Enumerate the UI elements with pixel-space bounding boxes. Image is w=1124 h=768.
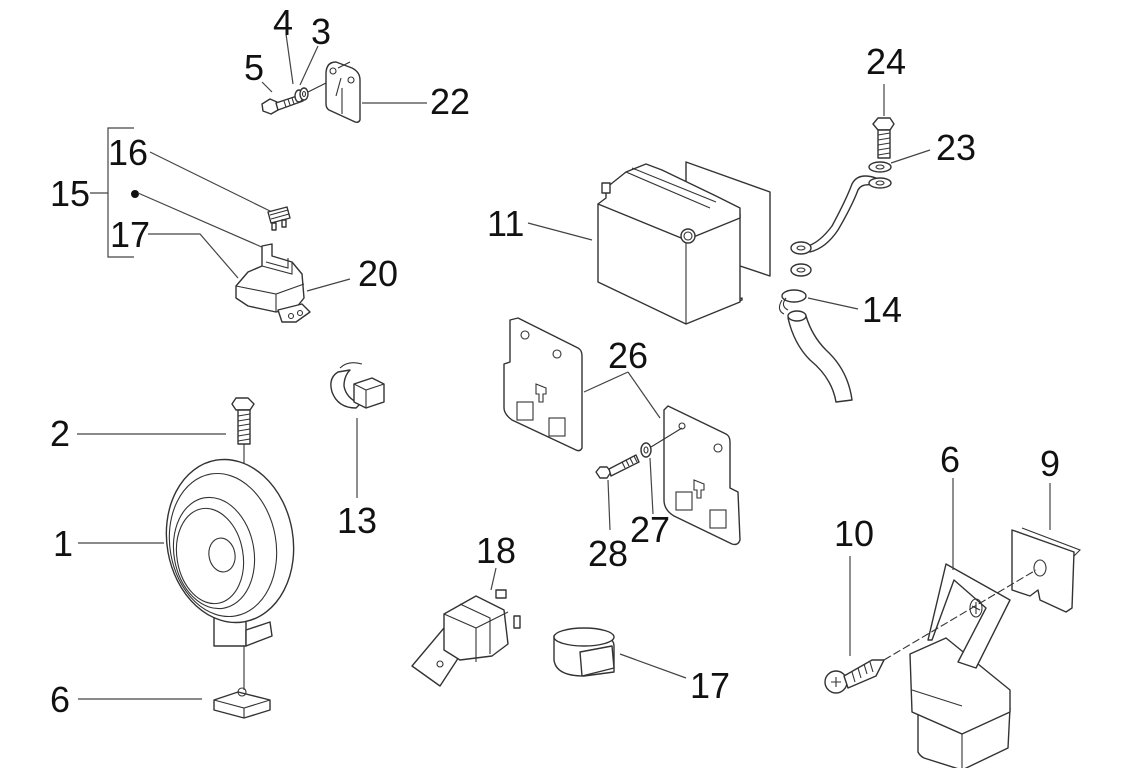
callout-11[interactable]: 11 — [487, 203, 524, 244]
assembly-dot — [131, 190, 139, 198]
callout-4[interactable]: 4 — [273, 2, 293, 43]
callout-15[interactable]: 15 — [50, 173, 90, 214]
spring-clip-9[interactable] — [1011, 527, 1081, 613]
band-clamp-17[interactable] — [553, 627, 615, 677]
callout-10[interactable]: 10 — [834, 513, 874, 554]
callout-3[interactable]: 3 — [311, 11, 331, 52]
callout-23[interactable]: 23 — [936, 127, 976, 168]
washer-23[interactable] — [868, 161, 892, 173]
fuse-assembly-bracket — [90, 127, 134, 258]
callout-20[interactable]: 20 — [358, 253, 398, 294]
horn-1[interactable] — [154, 449, 307, 647]
cable-clip-13[interactable] — [330, 362, 385, 409]
callout-6-horn[interactable]: 6 — [50, 679, 70, 720]
breather-hose[interactable] — [787, 310, 853, 403]
callout-26[interactable]: 26 — [608, 335, 648, 376]
callout-28[interactable]: 28 — [588, 533, 628, 574]
callout-24[interactable]: 24 — [866, 41, 906, 82]
callout-1[interactable]: 1 — [53, 523, 73, 564]
callout-5[interactable]: 5 — [244, 47, 264, 88]
bolt-24[interactable] — [872, 117, 895, 159]
callout-13[interactable]: 13 — [337, 500, 377, 541]
washer-3[interactable] — [299, 87, 309, 101]
callout-16[interactable]: 16 — [108, 132, 148, 173]
battery-plate-26-right[interactable] — [663, 405, 741, 546]
callout-2[interactable]: 2 — [50, 413, 70, 454]
callout-17-fuse[interactable]: 17 — [110, 214, 150, 255]
washer-27[interactable] — [640, 442, 652, 458]
battery-11[interactable] — [597, 161, 771, 325]
callout-17-clamp[interactable]: 17 — [690, 665, 730, 706]
washer-cable[interactable] — [790, 263, 812, 277]
callout-22[interactable]: 22 — [430, 81, 470, 122]
self-tapping-screw-10[interactable] — [824, 659, 885, 694]
fuse-16[interactable] — [267, 206, 291, 231]
starter-relay-20[interactable] — [235, 243, 311, 323]
callout-18[interactable]: 18 — [476, 530, 516, 571]
callout-6-relay[interactable]: 6 — [940, 439, 960, 480]
callout-9[interactable]: 9 — [1040, 443, 1060, 484]
cover-22[interactable] — [325, 61, 361, 123]
horn-bolt-2[interactable] — [231, 397, 255, 445]
callout-14[interactable]: 14 — [862, 289, 902, 330]
callout-27[interactable]: 27 — [630, 509, 670, 550]
hose-clamp-14[interactable] — [778, 289, 807, 315]
clip-nut-6-horn[interactable] — [213, 687, 271, 719]
relay-bracket-6[interactable] — [909, 563, 1011, 768]
ground-cable[interactable] — [790, 175, 892, 255]
battery-plate-26-left[interactable] — [503, 317, 583, 452]
bolt-28[interactable] — [595, 454, 640, 479]
relay-18[interactable] — [411, 589, 521, 687]
